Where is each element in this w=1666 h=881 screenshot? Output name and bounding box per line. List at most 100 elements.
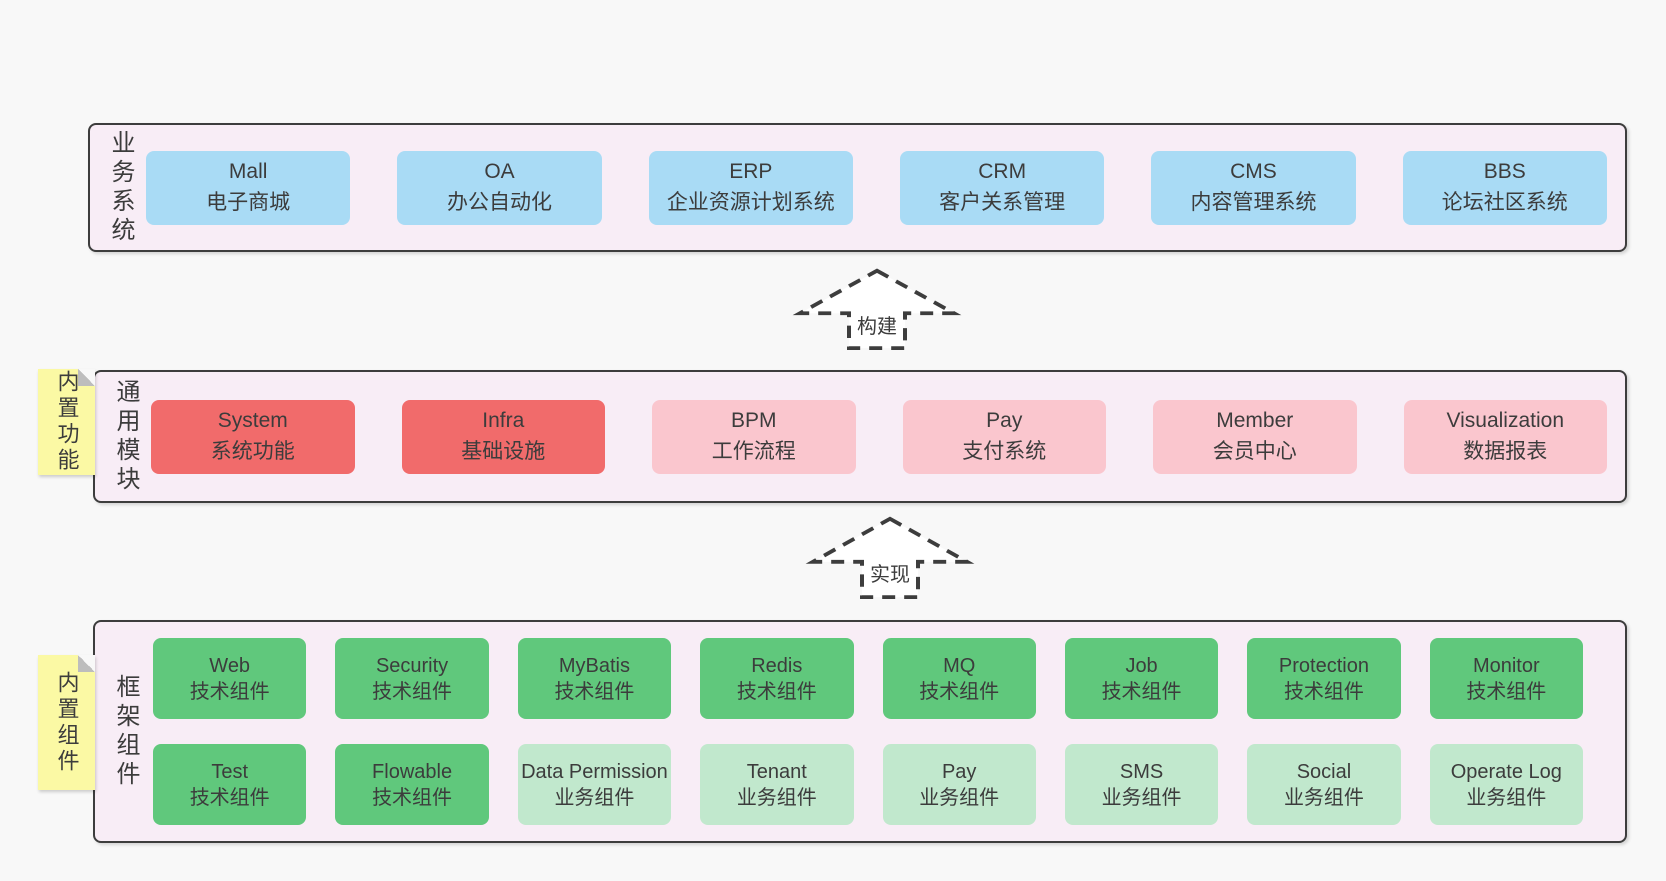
box-subtitle: 办公自动化 [446,190,552,214]
box-title: SMS [1119,760,1164,783]
box-subtitle: 系统功能 [210,439,295,463]
box-title: Test [211,760,249,783]
box-bpm: BPM 工作流程 [652,399,856,474]
box-title: ERP [729,160,773,184]
sticky-label: 内置组件 [54,670,80,775]
box-title: Redis [751,654,803,677]
business-systems-panel: 业务系统 Mall 电子商城 OA 办公自动化 ERP 企业资源计划系统 CRM… [88,123,1627,252]
folded-corner-icon [78,369,95,386]
box-data-permission: Data Permission 业务组件 [517,744,672,825]
box-title: Infra [482,409,525,433]
arrow-up-build-icon: 构建 [792,266,962,351]
box-subtitle: 业务组件 [1283,786,1364,809]
box-redis: Redis 技术组件 [700,638,854,719]
box-title: System [217,409,288,433]
folded-corner-icon [78,655,95,672]
arrow-build-label: 构建 [854,310,900,339]
box-title: Flowable [372,760,453,783]
box-operate-log: Operate Log 业务组件 [1429,744,1583,825]
box-bbs: BBS 论坛社区系统 [1402,150,1607,225]
business-systems-row: Mall 电子商城 OA 办公自动化 ERP 企业资源计划系统 CRM 客户关系… [146,150,1607,225]
box-visualization: Visualization 数据报表 [1403,399,1607,474]
box-title: BPM [730,409,777,433]
box-subtitle: 业务组件 [736,786,817,809]
box-subtitle: 技术组件 [1101,680,1182,703]
panel-label-common-modules: 通用模块 [112,378,139,495]
box-infra: Infra 基础设施 [401,399,605,474]
box-subtitle: 工作流程 [711,439,796,463]
box-web: Web 技术组件 [153,638,307,719]
box-title: MQ [943,654,976,677]
box-title: Protection [1278,654,1369,677]
box-subtitle: 技术组件 [372,786,453,809]
box-title: Operate Log [1450,760,1562,783]
box-subtitle: 技术组件 [189,680,270,703]
box-cms: CMS 内容管理系统 [1151,150,1356,225]
box-title: Security [375,654,449,677]
box-subtitle: 业务组件 [1101,786,1182,809]
box-title: CMS [1230,160,1277,184]
box-title: MyBatis [558,654,630,677]
box-test: Test 技术组件 [153,744,307,825]
box-title: Tenant [746,760,807,783]
box-subtitle: 论坛社区系统 [1441,190,1568,214]
framework-components-rows: Web 技术组件 Security 技术组件 MyBatis 技术组件 Redi… [153,638,1583,825]
box-security: Security 技术组件 [335,638,489,719]
box-member: Member 会员中心 [1153,399,1357,474]
box-subtitle: 技术组件 [554,680,635,703]
sticky-label: 内置功能 [54,370,80,474]
framework-components-panel: 框架组件 Web 技术组件 Security 技术组件 MyBatis 技术组件… [93,620,1627,843]
box-subtitle: 支付系统 [962,439,1047,463]
box-sms: SMS 业务组件 [1064,744,1219,825]
box-title: BBS [1483,160,1526,184]
box-title: Member [1216,409,1294,433]
box-subtitle: 技术组件 [919,680,1000,703]
box-title: Web [209,654,251,677]
box-subtitle: 技术组件 [1283,680,1364,703]
common-modules-panel: 通用模块 System 系统功能 Infra 基础设施 BPM 工作流程 Pay… [93,370,1627,503]
box-mall: Mall 电子商城 [146,150,351,225]
box-title: Pay [986,409,1023,433]
box-pay-module: Pay 支付系统 [902,399,1106,474]
box-subtitle: 技术组件 [736,680,817,703]
box-title: Job [1125,654,1158,677]
box-title: Pay [941,760,977,783]
box-subtitle: 技术组件 [189,786,270,809]
panel-label-business-systems: 业务系统 [107,129,134,246]
box-subtitle: 会员中心 [1212,439,1297,463]
box-mybatis: MyBatis 技术组件 [517,638,672,719]
panel-label-framework-components: 框架组件 [112,673,139,790]
box-subtitle: 业务组件 [919,786,1000,809]
box-subtitle: 业务组件 [1466,786,1547,809]
box-job: Job 技术组件 [1064,638,1219,719]
box-subtitle: 电子商城 [206,190,291,214]
box-subtitle: 基础设施 [461,439,546,463]
box-title: OA [484,160,515,184]
box-subtitle: 内容管理系统 [1190,190,1317,214]
arrow-up-implement-icon: 实现 [805,514,975,600]
box-subtitle: 业务组件 [554,786,635,809]
box-title: Social [1296,760,1352,783]
box-subtitle: 客户关系管理 [939,190,1066,214]
box-tenant: Tenant 业务组件 [700,744,854,825]
box-title: Monitor [1472,654,1540,677]
arrow-implement-label: 实现 [867,558,913,587]
box-title: Visualization [1446,409,1565,433]
box-monitor: Monitor 技术组件 [1429,638,1583,719]
box-crm: CRM 客户关系管理 [899,150,1105,225]
sticky-note-builtin-components: 内置组件 [38,655,95,790]
framework-components-row-2: Test 技术组件 Flowable 技术组件 Data Permission … [153,744,1583,825]
box-subtitle: 企业资源计划系统 [666,190,835,214]
common-modules-row: System 系统功能 Infra 基础设施 BPM 工作流程 Pay 支付系统… [151,399,1607,474]
box-oa: OA 办公自动化 [397,150,602,225]
box-mq: MQ 技术组件 [882,638,1036,719]
box-protection: Protection 技术组件 [1247,638,1401,719]
dashed-up-arrow-icon [805,516,975,600]
box-erp: ERP 企业资源计划系统 [648,150,853,225]
box-title: CRM [978,160,1027,184]
sticky-note-builtin-features: 内置功能 [38,369,95,475]
box-subtitle: 技术组件 [372,680,453,703]
box-title: Data Permission [521,760,668,783]
dashed-up-arrow-icon [792,268,962,351]
